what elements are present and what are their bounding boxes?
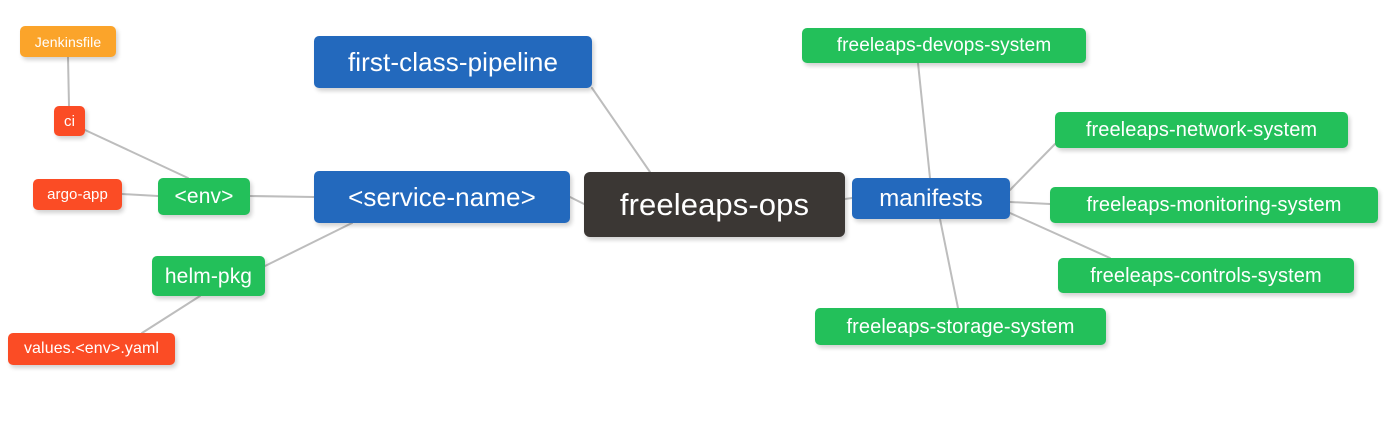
mindmap-node-label-argo-app: argo-app — [47, 186, 108, 203]
mindmap-node-helm-pkg[interactable]: helm-pkg — [152, 256, 265, 296]
mindmap-node-ci[interactable]: ci — [54, 106, 85, 136]
mindmap-node-label-env: <env> — [174, 185, 234, 208]
edge-root-to-first-class-pipeline — [591, 87, 651, 173]
mindmap-node-label-network-system: freeleaps-network-system — [1085, 119, 1318, 141]
edge-env-to-ci — [84, 129, 189, 179]
mindmap-node-label-controls-system: freeleaps-controls-system — [1090, 264, 1322, 287]
mindmap-node-manifests[interactable]: manifests — [852, 178, 1010, 219]
mindmap-node-label-service-name: <service-name> — [348, 182, 536, 212]
edge-manifests-to-monitoring-system — [1009, 201, 1051, 205]
mindmap-node-monitoring-system[interactable]: freeleaps-monitoring-system — [1050, 187, 1378, 223]
mindmap-node-storage-system[interactable]: freeleaps-storage-system — [815, 308, 1106, 345]
mindmap-node-label-first-class-pipeline: first-class-pipeline — [347, 47, 559, 77]
edge-manifests-to-devops-system — [917, 62, 931, 179]
mindmap-node-service-name[interactable]: <service-name> — [314, 171, 570, 223]
mindmap-node-label-manifests: manifests — [879, 184, 983, 212]
mindmap-node-label-root: freeleaps-ops — [619, 187, 810, 222]
mindmap-node-label-ci: ci — [63, 112, 76, 130]
mindmap-node-root[interactable]: freeleaps-ops — [584, 172, 845, 237]
mindmap-node-label-jenkinsfile: Jenkinsfile — [34, 33, 102, 50]
mindmap-node-argo-app[interactable]: argo-app — [33, 179, 122, 210]
mindmap-node-label-helm-pkg: helm-pkg — [164, 264, 253, 288]
mindmap-node-label-storage-system: freeleaps-storage-system — [846, 315, 1075, 338]
mindmap-node-controls-system[interactable]: freeleaps-controls-system — [1058, 258, 1354, 293]
edge-manifests-to-network-system — [1009, 143, 1056, 191]
mindmap-node-values-yaml[interactable]: values.<env>.yaml — [8, 333, 175, 365]
mindmap-node-env[interactable]: <env> — [158, 178, 250, 215]
edge-ci-to-jenkinsfile — [67, 56, 70, 107]
mindmap-node-jenkinsfile[interactable]: Jenkinsfile — [20, 26, 116, 57]
mindmap-node-devops-system[interactable]: freeleaps-devops-system — [802, 28, 1086, 63]
mindmap-node-network-system[interactable]: freeleaps-network-system — [1055, 112, 1348, 148]
edge-root-to-service-name — [569, 196, 585, 205]
edge-manifests-to-storage-system — [939, 218, 959, 309]
mindmap-node-label-devops-system: freeleaps-devops-system — [836, 35, 1052, 56]
edge-env-to-argo-app — [121, 193, 159, 197]
mindmap-node-label-values-yaml: values.<env>.yaml — [23, 340, 160, 357]
edge-service-name-to-helm-pkg — [264, 222, 353, 267]
mindmap-node-label-monitoring-system: freeleaps-monitoring-system — [1086, 194, 1342, 216]
edge-root-to-manifests — [844, 197, 853, 200]
edge-helm-pkg-to-values-yaml — [141, 295, 201, 334]
mindmap-node-first-class-pipeline[interactable]: first-class-pipeline — [314, 36, 592, 88]
edge-service-name-to-env — [249, 195, 315, 198]
